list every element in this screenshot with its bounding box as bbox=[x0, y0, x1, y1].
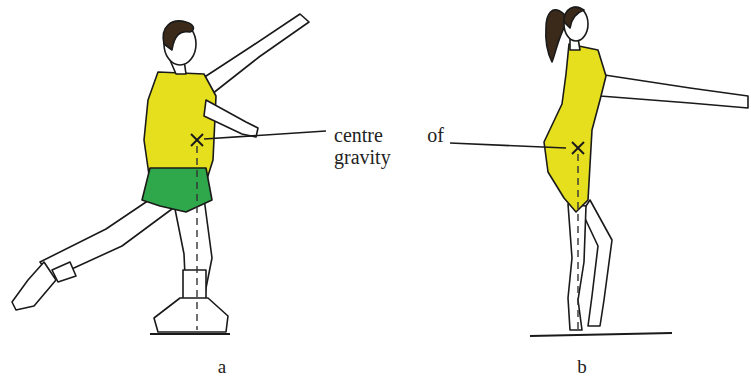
cog-mark bbox=[572, 142, 584, 154]
sock bbox=[183, 270, 206, 300]
back-shoe bbox=[12, 262, 56, 310]
figure-letter: b bbox=[577, 356, 587, 378]
bent-leg bbox=[582, 200, 612, 326]
hair bbox=[163, 21, 193, 50]
front-shoe bbox=[154, 298, 228, 332]
head bbox=[564, 7, 588, 41]
cog-mark bbox=[191, 134, 203, 146]
vest bbox=[144, 72, 216, 182]
dress bbox=[544, 44, 606, 212]
figure-letter: a bbox=[218, 356, 226, 378]
raised-arm bbox=[200, 14, 309, 94]
bent-arm bbox=[204, 100, 258, 137]
cog-mark bbox=[572, 142, 584, 154]
leader-line bbox=[204, 131, 326, 139]
standing-leg bbox=[568, 204, 586, 330]
plumb-line bbox=[196, 146, 197, 330]
ground-line bbox=[530, 333, 672, 336]
hair bbox=[564, 7, 584, 28]
cog-mark bbox=[191, 134, 203, 146]
callout-text: centre of gravity bbox=[334, 124, 444, 168]
ponytail bbox=[546, 10, 566, 62]
plumb-line bbox=[577, 154, 578, 334]
cog-mark bbox=[572, 142, 584, 154]
extended-arm bbox=[598, 74, 748, 108]
shorts bbox=[142, 168, 212, 212]
ground-line bbox=[150, 333, 230, 335]
cog-mark bbox=[191, 134, 203, 146]
leader-line bbox=[450, 143, 566, 148]
